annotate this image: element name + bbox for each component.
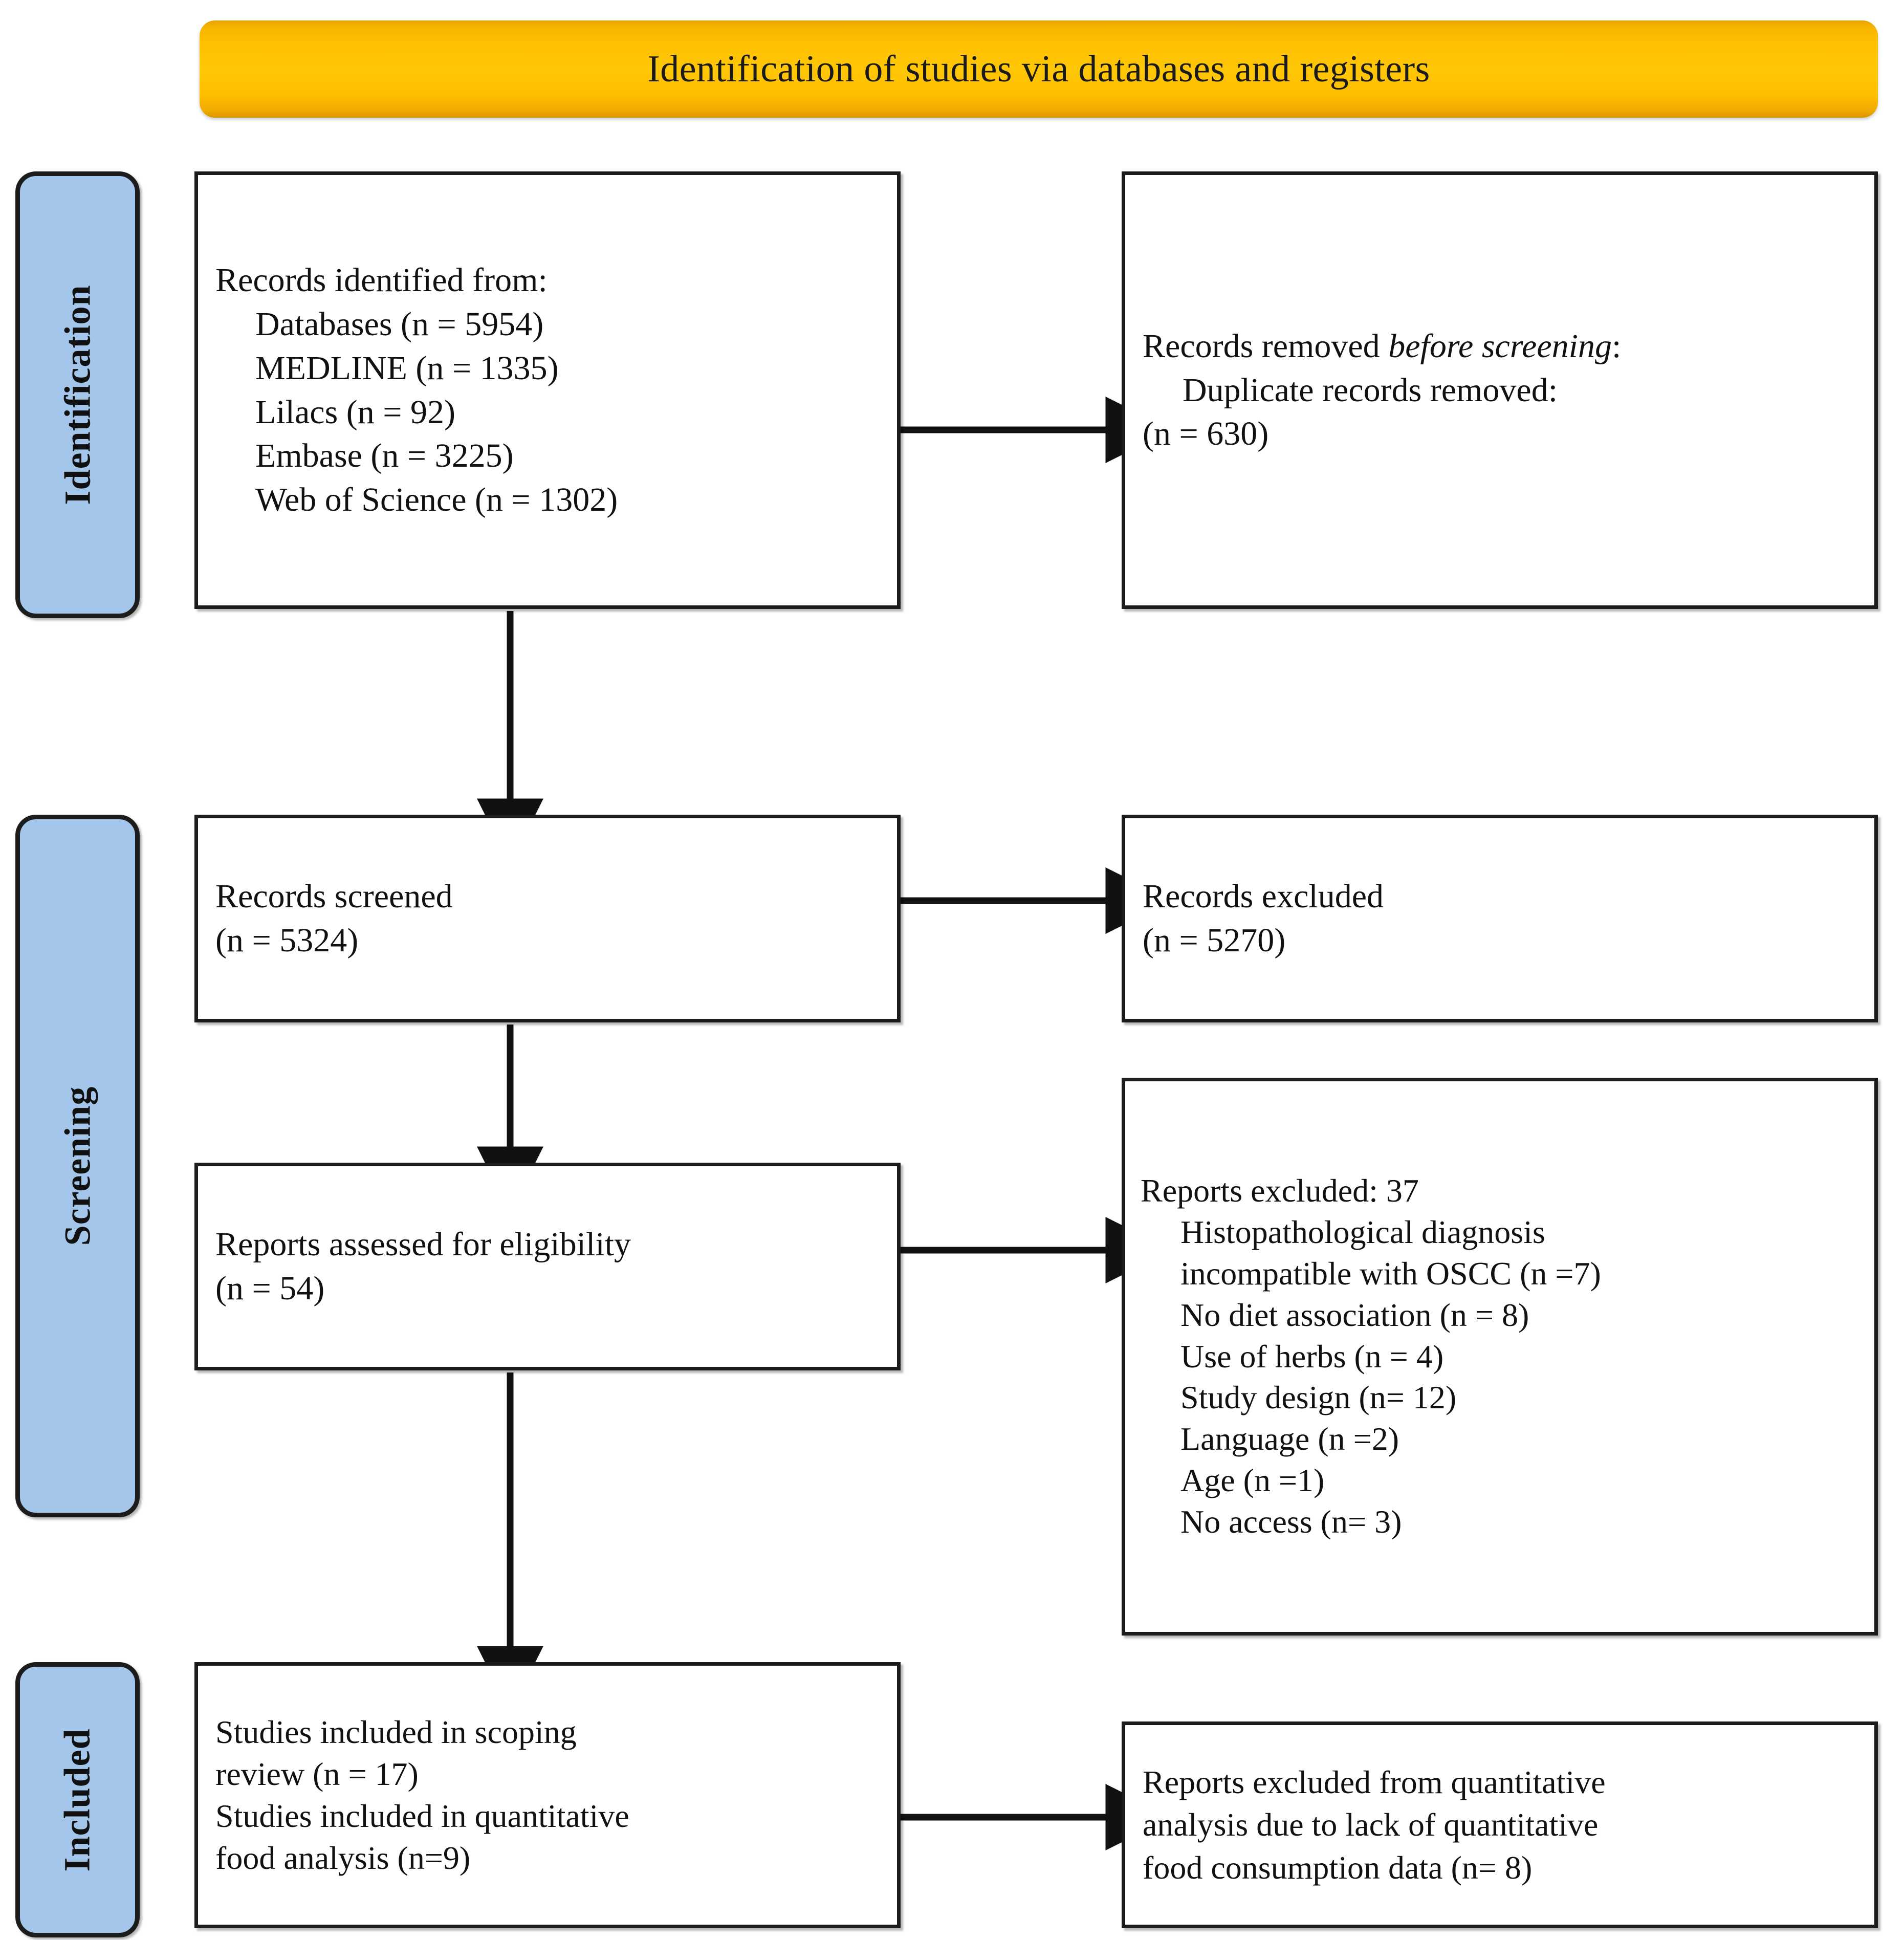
records-identified-heading: Records identified from:: [215, 261, 548, 299]
stage-label-screening-text: Screening: [57, 1086, 98, 1246]
reports-excluded-reason-histopathology-1: Histopathological diagnosis: [1180, 1213, 1545, 1250]
box-studies-included: Studies included in scoping review (n = …: [194, 1662, 901, 1928]
box-records-excluded: Records excluded (n = 5270): [1122, 815, 1878, 1022]
records-removed-heading-emph: before screening: [1388, 327, 1612, 365]
records-identified-item-databases: Databases (n = 5954): [255, 305, 544, 343]
reports-excluded-quant-line1: Reports excluded from quantitative: [1143, 1764, 1606, 1801]
studies-included-scoping-line1: Studies included in scoping: [215, 1714, 577, 1751]
records-removed-heading-post: :: [1612, 327, 1622, 365]
stage-label-screening: Screening: [15, 815, 140, 1517]
reports-excluded-reason-use-of-herbs: Use of herbs (n = 4): [1180, 1338, 1444, 1375]
reports-excluded-quant-line3: food consumption data (n= 8): [1143, 1849, 1533, 1886]
box-reports-excluded: Reports excluded: 37 Histopathological d…: [1122, 1078, 1878, 1636]
box-reports-excluded-quantitative: Reports excluded from quantitative analy…: [1122, 1721, 1878, 1928]
reports-excluded-heading: Reports excluded: 37: [1141, 1172, 1419, 1209]
reports-excluded-reason-age: Age (n =1): [1180, 1462, 1325, 1499]
box-records-identified: Records identified from: Databases (n = …: [194, 171, 901, 609]
diagram-header-banner: Identification of studies via databases …: [200, 20, 1878, 118]
box-records-removed-before-screening: Records removed before screening: Duplic…: [1122, 171, 1878, 609]
records-excluded-count: (n = 5270): [1143, 922, 1286, 959]
reports-excluded-reason-no-diet-association: No diet association (n = 8): [1180, 1296, 1529, 1333]
records-identified-item-webofscience: Web of Science (n = 1302): [255, 481, 618, 519]
reports-excluded-reason-histopathology-2: incompatible with OSCC (n =7): [1180, 1255, 1601, 1292]
records-removed-heading-pre: Records removed: [1143, 327, 1389, 365]
box-reports-assessed-for-eligibility: Reports assessed for eligibility (n = 54…: [194, 1163, 901, 1370]
studies-included-quantitative-line1: Studies included in quantitative: [215, 1798, 629, 1834]
records-removed-duplicate-label: Duplicate records removed:: [1183, 371, 1558, 409]
reports-excluded-reason-language: Language (n =2): [1180, 1421, 1399, 1457]
records-screened-label: Records screened: [215, 878, 453, 915]
records-identified-item-medline: MEDLINE (n = 1335): [255, 349, 559, 387]
reports-excluded-reason-no-access: No access (n= 3): [1180, 1503, 1402, 1540]
reports-excluded-reason-study-design: Study design (n= 12): [1180, 1379, 1457, 1416]
page-title: Identification of studies via databases …: [647, 48, 1430, 90]
records-removed-heading: Records removed before screening:: [1143, 324, 1857, 368]
box-records-screened: Records screened (n = 5324): [194, 815, 901, 1022]
reports-assessed-label: Reports assessed for eligibility: [215, 1226, 631, 1263]
records-removed-count: (n = 630): [1143, 415, 1269, 453]
stage-label-included-text: Included: [57, 1728, 98, 1872]
records-identified-item-lilacs: Lilacs (n = 92): [255, 393, 455, 431]
reports-assessed-count: (n = 54): [215, 1270, 325, 1307]
stage-label-included: Included: [15, 1662, 140, 1937]
stage-label-identification-text: Identification: [57, 285, 98, 505]
reports-excluded-quant-line2: analysis due to lack of quantitative: [1143, 1806, 1599, 1843]
stage-label-identification: Identification: [15, 171, 140, 618]
studies-included-quantitative-line2: food analysis (n=9): [215, 1839, 471, 1876]
studies-included-scoping-line2: review (n = 17): [215, 1756, 419, 1793]
records-screened-count: (n = 5324): [215, 922, 359, 959]
records-identified-item-embase: Embase (n = 3225): [255, 437, 514, 475]
records-excluded-label: Records excluded: [1143, 878, 1384, 915]
